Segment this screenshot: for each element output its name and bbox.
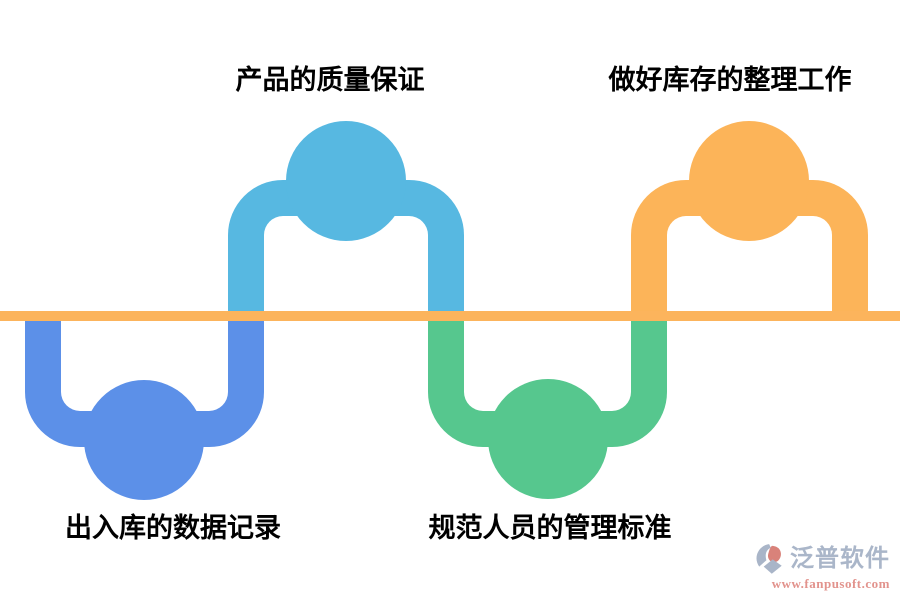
fanpu-logo: 泛普软件 www.fanpusoft.com [752,542,890,592]
timeline-axis [0,311,900,321]
circle-bottom-left [84,380,204,500]
fanpu-logo-text: 泛普软件 [790,544,890,572]
label-bottom-left: 出入库的数据记录 [65,513,281,543]
label-bottom-middle: 规范人员的管理标准 [428,513,672,543]
circle-top-middle [286,121,406,241]
circle-bottom-middle [488,379,608,499]
arc-bottom-middle [428,316,667,447]
circle-top-right [689,121,809,241]
label-top-middle: 产品的质量保证 [235,65,425,95]
fanpu-logo-url: www.fanpusoft.com [771,576,890,591]
label-top-right: 做好库存的整理工作 [608,65,852,95]
fanpu-logo-icon [756,544,782,574]
